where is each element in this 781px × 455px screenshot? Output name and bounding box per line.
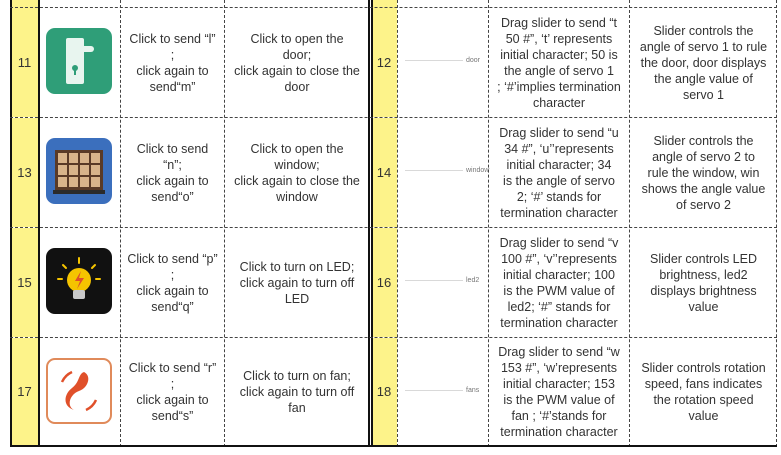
button-command: Click to send “r” ; click again to send“… [128,360,217,423]
slider-description: Slider controls rotation speed, fans ind… [641,360,766,423]
row-number: 17 [11,338,38,445]
fan-icon[interactable] [46,358,112,424]
button-command: Click to send “n”; click again to send“o… [136,141,209,204]
slider-track[interactable] [405,60,463,61]
number-strip-top [371,0,397,8]
grid-line [776,0,777,447]
button-description: Click to turn on LED; click again to tur… [239,259,355,306]
slider-description: Slider controls the angle of servo 2 to … [641,133,766,212]
slider-label: fans [466,387,480,394]
row-number: 16 [371,228,397,337]
table-border [10,445,777,447]
light-bulb-icon[interactable] [46,248,112,314]
grid-line [224,0,225,447]
grid-line [10,117,777,118]
door-slider[interactable]: door [405,57,480,64]
grid-line [488,0,489,447]
button-description: Click to open the window; click again to… [234,141,360,204]
grid-line [10,337,777,338]
button-command: Click to send “p” ; click again to send“… [127,251,218,314]
row-number: 13 [11,118,38,227]
slider-track[interactable] [405,280,463,281]
window-icon[interactable] [46,138,112,204]
button-description: Click to turn on fan; click again to tur… [239,368,355,415]
slider-label: window [466,167,490,174]
grid-line [629,0,630,447]
table-border [368,0,370,447]
fans-slider[interactable]: fans [405,387,479,394]
row-number: 11 [11,8,38,117]
table-border [38,0,40,447]
slider-command: Drag slider to send “u 34 #”, ‘u’’repres… [499,125,619,220]
row-number: 18 [371,338,397,445]
window-slider[interactable]: window [405,167,489,174]
door-handle-icon[interactable] [46,28,112,94]
row-number: 12 [371,8,397,117]
grid-line [397,0,398,447]
button-description: Click to open the door; click again to c… [234,31,360,94]
grid-line [120,0,121,447]
slider-command: Drag slider to send “w 153 #”, ‘w’repres… [498,344,620,439]
slider-label: door [466,57,481,64]
slider-track[interactable] [405,170,463,171]
number-strip-top [11,0,38,8]
slider-description: Slider controls the angle of servo 1 to … [639,23,768,102]
grid-line [10,227,777,228]
row-number: 14 [371,118,397,227]
slider-label: led2 [466,277,480,284]
table-border [371,0,373,447]
slider-track[interactable] [405,390,463,391]
grid-line [10,7,777,8]
row-number: 15 [11,228,38,337]
button-command: Click to send “l” ; click again to send“… [129,31,216,94]
slider-description: Slider controls LED brightness, led2 dis… [650,251,757,314]
slider-command: Drag slider to send “t 50 #”, ‘t’ repres… [497,15,621,110]
table-border [10,0,12,447]
slider-command: Drag slider to send “v 100 #”, ‘v’’repre… [499,235,619,330]
led2-slider[interactable]: led2 [405,277,479,284]
